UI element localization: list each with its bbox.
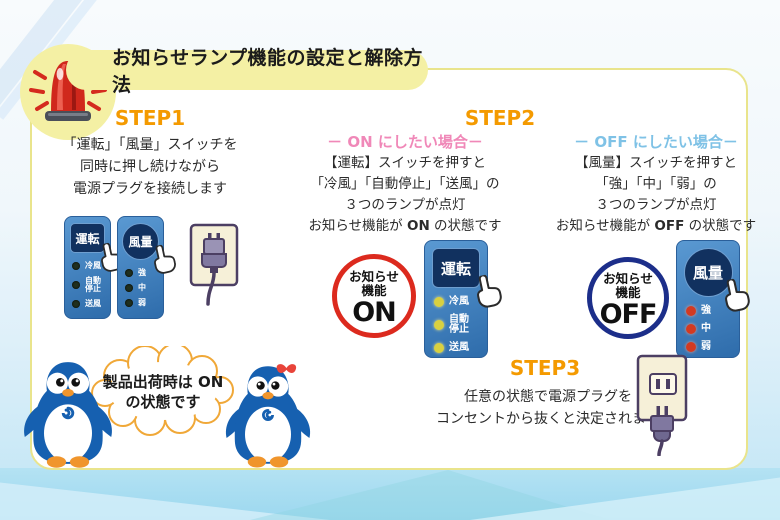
lamp-row: 送風 <box>72 300 101 308</box>
lamp-label: 強 <box>138 268 146 277</box>
status-text: の状態です <box>429 218 502 234</box>
step1-line: 同時に押し続けながら <box>80 159 220 175</box>
lamp-label: 弱 <box>138 298 146 307</box>
penguin-mascot-left <box>24 362 112 468</box>
hand-cursor-icon <box>477 274 502 308</box>
badge-line: お知らせ <box>349 269 399 284</box>
lamp-dot <box>125 299 133 307</box>
on-case-line: 【運転】スイッチを押すと <box>324 155 486 171</box>
off-case-instructions: 【風量】スイッチを押すと 「強」「中」「弱」の ３つのランプが点灯 お知らせ機能… <box>536 153 776 237</box>
note-cloud-bubble <box>91 346 234 436</box>
step1-line: 「運転」「風量」スイッチを <box>62 137 238 153</box>
lamp-label: 自動 停止 <box>85 276 101 293</box>
title-banner: お知らせランプ機能の設定と解除方法 <box>66 47 428 96</box>
notify-on-badge: お知らせ 機能 ON <box>332 254 416 338</box>
lamp-dot <box>72 262 80 270</box>
status-text: の状態です <box>684 218 757 234</box>
lamp-dot-lit <box>434 343 444 353</box>
step2-label: STEP2 <box>464 106 536 130</box>
lamp-row: 中 <box>686 324 711 334</box>
step1-instructions: 「運転」「風量」スイッチを 同時に押し続けながら 電源プラグを接続します <box>38 134 262 200</box>
step1-label: STEP1 <box>114 106 186 130</box>
lamp-list: 冷風 自動 停止 送風 <box>65 262 101 308</box>
lamp-dot <box>72 281 80 289</box>
lamp-label: 強 <box>701 305 711 316</box>
on-case-header: － ON にしたい場合－ <box>327 133 483 151</box>
on-case-instructions: 【運転】スイッチを押すと 「冷風」「自動停止」「送風」の ３つのランプが点灯 お… <box>283 153 527 237</box>
power-button-illustration: 運転 <box>432 248 480 288</box>
lamp-dot <box>72 300 80 308</box>
status-on-bold: ON <box>406 218 430 234</box>
lamp-label: 自動 停止 <box>449 314 469 335</box>
fan-button-illustration: 風量 <box>122 223 159 260</box>
lamp-label: 弱 <box>701 341 711 352</box>
note-text: 製品出荷時は ONの状態です <box>98 372 228 412</box>
step3-instructions: 任意の状態で電源プラグを コンセントから抜くと決定されます <box>398 386 698 430</box>
lamp-row: 弱 <box>125 299 146 307</box>
off-case-header: － OFF にしたい場合－ <box>574 133 738 151</box>
lamp-label: 送風 <box>85 299 101 308</box>
off-case-line: 【風量】スイッチを押すと <box>575 155 737 171</box>
lamp-row: 中 <box>125 284 146 292</box>
hand-cursor-icon <box>725 278 750 312</box>
lamp-label: 冷風 <box>85 261 101 270</box>
notify-off-badge: お知らせ 機能 OFF <box>587 257 669 339</box>
badge-value: OFF <box>599 299 658 330</box>
status-off-bold: OFF <box>654 218 685 234</box>
lamp-dot-lit <box>686 342 696 352</box>
lamp-row: 自動 停止 <box>72 277 101 293</box>
badge-line: お知らせ <box>603 271 653 286</box>
step1-line: 電源プラグを接続します <box>73 181 227 197</box>
on-case-status-line: お知らせ機能が ON の状態です <box>283 216 527 237</box>
lamp-label: 中 <box>138 283 146 292</box>
lamp-row: 弱 <box>686 342 711 352</box>
step3-label: STEP3 <box>509 356 581 380</box>
lamp-row: 冷風 <box>72 262 101 270</box>
lamp-row: 送風 <box>434 343 469 353</box>
on-case-line: ３つのランプが点灯 <box>344 197 466 213</box>
off-case-line: ３つのランプが点灯 <box>595 197 717 213</box>
step3-line: 任意の状態で電源プラグを <box>464 389 632 405</box>
lamp-dot-lit <box>434 297 444 307</box>
step3-line: コンセントから抜くと決定されます <box>436 411 660 427</box>
panel-power-step2-on: 運転 冷風 自動 停止 送風 <box>424 240 502 358</box>
on-case-line: 「冷風」「自動停止」「送風」の <box>310 176 500 192</box>
lamp-row: 強 <box>686 306 711 316</box>
panel-power-step1: 運転 冷風 自動 停止 送風 <box>64 216 123 319</box>
bow-icon <box>276 364 297 374</box>
off-case-line: 「強」「中」「弱」の <box>595 176 717 192</box>
lamp-list: 強 中 弱 <box>118 269 146 307</box>
badge-line: 機能 <box>615 285 641 300</box>
lamp-label: 送風 <box>449 342 469 353</box>
power-button-illustration: 運転 <box>70 223 105 253</box>
hand-cursor-icon <box>154 244 176 274</box>
lamp-label: 中 <box>701 323 711 334</box>
lamp-dot <box>125 284 133 292</box>
lamp-row: 強 <box>125 269 146 277</box>
badge-line: 機能 <box>361 283 387 298</box>
lamp-dot-lit <box>434 320 444 330</box>
background-band <box>0 468 780 520</box>
fan-button-illustration: 風量 <box>683 248 733 297</box>
page-title: お知らせランプ機能の設定と解除方法 <box>112 47 424 96</box>
lamp-label: 冷風 <box>449 296 469 307</box>
lamp-row: 自動 停止 <box>434 315 469 335</box>
lamp-row: 冷風 <box>434 297 469 307</box>
panel-fan-step1: 風量 強 中 弱 <box>117 216 176 319</box>
lamp-list: 強 中 弱 <box>677 306 711 352</box>
lamp-dot <box>125 269 133 277</box>
outlet-plugged-icon <box>189 223 239 306</box>
lamp-list: 冷風 自動 停止 送風 <box>425 297 469 353</box>
status-text: お知らせ機能が <box>555 218 655 234</box>
panel-fan-step2-off: 風量 強 中 弱 <box>676 240 750 358</box>
penguin-mascot-right <box>225 364 311 468</box>
off-case-status-line: お知らせ機能が OFF の状態です <box>536 216 776 237</box>
lamp-dot-lit <box>686 324 696 334</box>
note-line: ONの状態です <box>125 373 224 411</box>
note-line: 製品出荷時は <box>102 373 193 391</box>
badge-value: ON <box>352 297 397 328</box>
lamp-dot-lit <box>686 306 696 316</box>
outlet-unplugged-icon <box>636 354 688 456</box>
status-text: お知らせ機能が <box>308 218 407 234</box>
